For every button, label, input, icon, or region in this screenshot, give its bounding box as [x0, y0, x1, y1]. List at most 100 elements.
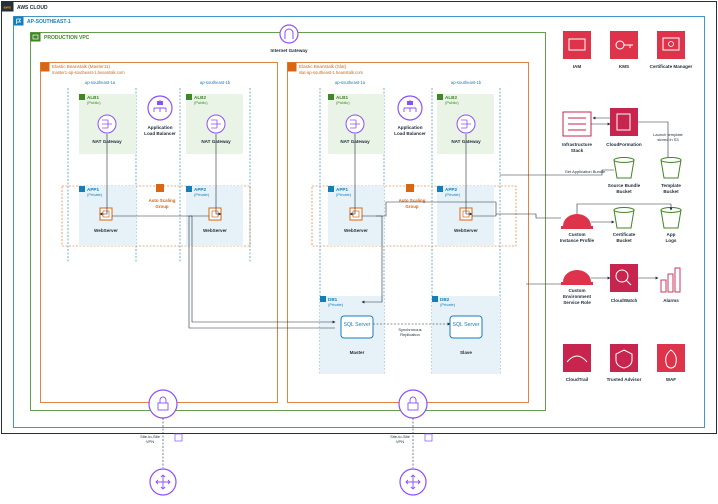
iam-icon	[563, 31, 591, 59]
app-logs-label-1: App	[667, 232, 676, 237]
right-app1-subtitle: (Private)	[336, 192, 352, 197]
db1-title: DB1	[328, 297, 338, 302]
custom-instance-profile: Custom Instance Profile	[560, 214, 595, 243]
right-asg-1: Auto Scaling	[399, 198, 426, 203]
kms-label: KMS	[619, 64, 629, 69]
left-alb-label-2: Load Balancer	[144, 131, 176, 136]
left-ws1-label: WebServer	[94, 228, 118, 233]
right-asg-2: Group	[405, 204, 418, 209]
left-ws2-label: WebServer	[203, 228, 227, 233]
vpn-gateway-icon	[148, 389, 178, 419]
aws-cloud-group: aws AWS CLOUD	[1, 1, 717, 434]
right-az-a: ap-southeast-1a	[335, 80, 366, 85]
right-app1-title: APP1	[336, 187, 348, 192]
trusted-advisor-label: Trusted Advisor	[607, 377, 642, 382]
right-env-url: slat-ap-southeast-1.beanstalk.com	[299, 70, 364, 75]
left-app2-title: APP2	[194, 187, 206, 192]
right-az-b: ap-southeast-1b	[451, 80, 482, 85]
certificate-manager-icon	[657, 31, 685, 59]
launch-template-label-1: Launch template	[653, 132, 683, 137]
infra-label-2: Stack	[571, 148, 584, 153]
db-master-label: Master	[350, 350, 365, 355]
profile-label-2: Instance Profile	[560, 238, 595, 243]
db2-subtitle: (Private)	[440, 302, 456, 307]
left-alb-label-1: Application	[147, 125, 172, 130]
template-bucket-label-1: Template	[661, 183, 681, 188]
svg-text:aws: aws	[4, 5, 12, 10]
role-label-3: Service Role	[563, 300, 591, 305]
vpn-left: Site-to-Site VPN	[140, 389, 183, 496]
vpn-connection-icon	[174, 433, 183, 442]
vpn-left-label-1: Site-to-Site	[140, 434, 161, 439]
template-bucket-label-2: Bucket	[663, 189, 679, 194]
launch-template-label-2: stored in S3	[657, 137, 679, 142]
get-app-bundle-label: Get Application Bundle	[565, 169, 606, 174]
services-panel: IAM KMS Certificate Manager Infrastructu…	[496, 31, 693, 382]
left-env-url: master1-ap-southeast-1.beanstalk.com	[52, 70, 125, 75]
beanstalk-icon	[40, 62, 50, 72]
auto-scaling-icon	[406, 184, 414, 192]
replication-label-2: Replication	[400, 332, 420, 337]
right-ws1-label: WebServer	[344, 228, 368, 233]
right-alb-label-2: Load Balancer	[394, 131, 426, 136]
sql-server-icon	[340, 315, 374, 339]
right-ws2-label: WebServer	[454, 228, 478, 233]
region-group: AP-SOUTHEAST-1	[13, 16, 705, 428]
replication-label-1: Synchronous	[398, 327, 421, 332]
alarms-icon	[660, 267, 681, 293]
role-label-1: Custom	[568, 288, 585, 293]
vpn-right-label-1: Site-to-Site	[390, 434, 411, 439]
app-logs-bucket: App Logs	[660, 207, 682, 243]
sql-server-icon	[449, 315, 483, 339]
left-env-title: Elastic Beanstalk (Master11)	[52, 64, 111, 69]
template-bucket: Template Bucket	[660, 157, 682, 194]
right-alb1-title: ALB1	[336, 95, 348, 100]
cloudwatch-label: CloudWatch	[611, 298, 638, 303]
left-alb2-title: ALB2	[194, 95, 206, 100]
alarms-label: Alarms	[663, 298, 679, 303]
right-alb2-title: ALB2	[445, 95, 457, 100]
vpn-right: Site-to-Site VPN	[390, 389, 433, 496]
right-app2-subtitle: (Private)	[445, 192, 461, 197]
cloudformation-label: CloudFormation	[606, 142, 642, 147]
right-beanstalk-env: Elastic Beanstalk (Slat) slat-ap-southea…	[287, 62, 529, 403]
right-env-title: Elastic Beanstalk (Slat)	[299, 64, 347, 69]
service-role-icon	[563, 270, 591, 282]
waf-icon	[657, 344, 685, 372]
vpc-icon	[30, 32, 41, 42]
right-alb2-subtitle: (Public)	[445, 100, 459, 105]
left-auto-scaling-group	[61, 185, 251, 247]
source-bundle-bucket: Source Bundle Bucket	[608, 157, 641, 194]
profile-label-1: Custom	[568, 232, 585, 237]
vpn-gateway-icon	[398, 389, 428, 419]
db-connections	[112, 201, 497, 329]
source-bucket-label-1: Source Bundle	[608, 183, 641, 188]
left-asg-1: Auto Scaling	[149, 198, 176, 203]
db-slave-label: Slave	[460, 350, 472, 355]
left-beanstalk-env: Elastic Beanstalk (Master11) master1-ap-…	[40, 62, 278, 403]
cert-bucket-label-2: Bucket	[616, 238, 632, 243]
waf-label: WAF	[666, 377, 676, 382]
beanstalk-icon	[287, 62, 297, 72]
left-app1-title: APP1	[87, 187, 99, 192]
instance-profile-icon	[563, 214, 591, 226]
vpn-right-label-2: VPN	[396, 439, 404, 444]
left-alb1-subtitle: (Public)	[87, 100, 101, 105]
cloudtrail-icon	[563, 344, 591, 372]
cloudtrail-label: CloudTrail	[566, 377, 588, 382]
left-az-a: ap-southeast-1a	[85, 80, 116, 85]
left-alb2-subtitle: (Public)	[194, 100, 208, 105]
right-app2-title: APP2	[445, 187, 457, 192]
left-az-b: ap-southeast-1b	[200, 80, 231, 85]
custom-environment-service-role: Custom Environment Service Role	[561, 270, 593, 305]
db2-sql-label: SQL Server	[453, 322, 480, 328]
vpc-title: PRODUCTION VPC	[44, 35, 90, 41]
role-label-2: Environment	[563, 294, 592, 299]
infra-label-1: Infrastructure	[562, 142, 592, 147]
db1-sql-label: SQL Server	[344, 322, 371, 328]
iam-label: IAM	[573, 64, 582, 69]
left-alb1-title: ALB1	[87, 95, 99, 100]
aws-logo-icon	[1, 1, 14, 12]
